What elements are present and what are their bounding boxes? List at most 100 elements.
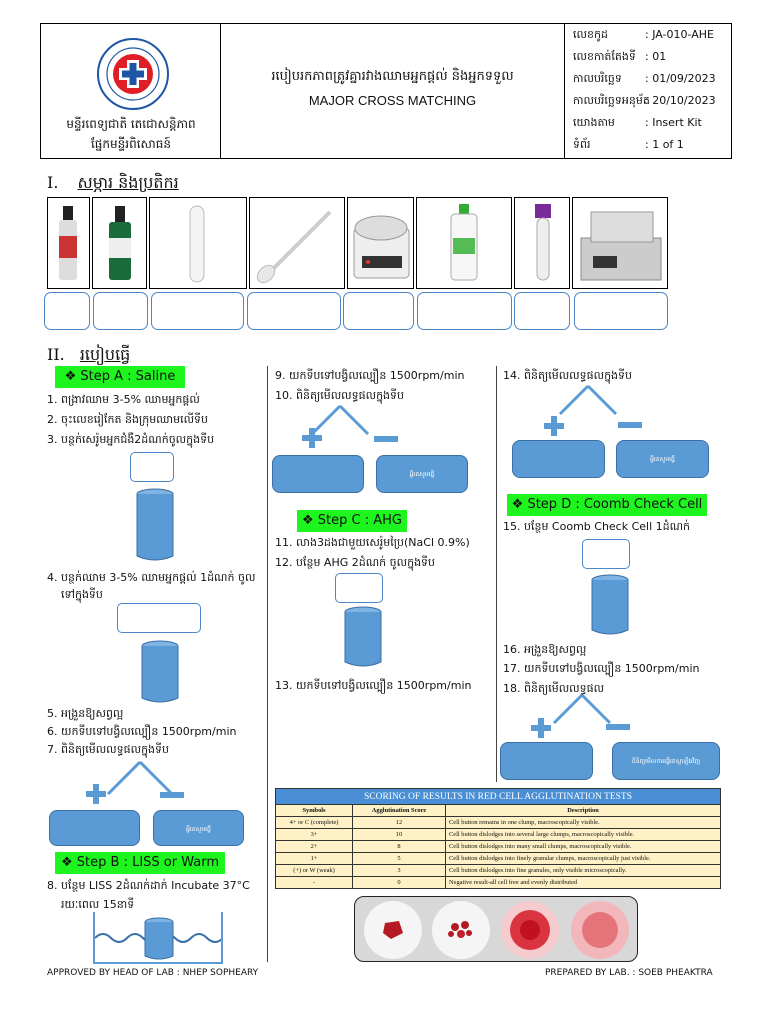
step-12: 12. បន្ថែម AHG 2ដំណក់ ចូលក្នុងទីប — [275, 556, 436, 569]
score-cell: 0 — [352, 876, 446, 889]
step-b-banner: ❖ Step B : LISS or Warm — [55, 852, 225, 874]
pipette-image — [249, 197, 345, 289]
hospital-logo — [97, 38, 169, 110]
step-9: 9. យកទីបទៅបង្វិលល្បឿន 1500rpm/min — [275, 369, 465, 382]
title-khmer: របៀបរកភាពត្រូវគ្នារវាងឈាមអ្នកផ្ដល់ និងអ្… — [271, 69, 514, 84]
scoring-table-caption: SCORING OF RESULTS IN RED CELL AGGLUTINA… — [275, 788, 721, 804]
step-11: 11. លាង3ដងជាមួយសេរ៉ូមប្រៃ(NaCl 0.9%) — [275, 536, 470, 549]
step-4: 4. បន្ថក់ឈាម 3-5% ឈាមអ្នកផ្ដល់ 1ដំណក់ ចូ… — [47, 571, 256, 584]
retest-result-box[interactable]: ពិនិត្យមើលការធ្វើតេស្តឡើងវិញ — [612, 742, 720, 780]
step-10: 10. ពិនិត្យមើលលទ្ធផលក្នុងទីប — [275, 389, 405, 402]
step-c-banner: ❖ Step C : AHG — [297, 510, 407, 532]
positive-result-box[interactable] — [512, 440, 605, 478]
test-tube-icon — [141, 640, 179, 703]
step-14: 14. ពិនិត្យមើលលទ្ធផលក្នុងទីប — [503, 369, 633, 382]
minus-icon — [618, 422, 642, 428]
plus-icon — [302, 428, 322, 448]
tube-label-box[interactable] — [130, 452, 174, 482]
description-cell: Cell button dislodges into many small cl… — [445, 840, 721, 853]
prepared-by: PREPARED BY LAB. : SOEB PHEAKTRA — [545, 968, 713, 978]
description-cell: Cell button remains in one clump, macros… — [445, 816, 721, 829]
negative-result-box[interactable]: អ្វីគេសូមធ្វើ — [153, 810, 244, 846]
minus-icon — [160, 792, 184, 798]
meta-approved-date: កាលបរិច្ឆេទអនុម័ត: 20/10/2023 — [573, 94, 716, 107]
test-tube-image — [149, 197, 247, 289]
title-block: របៀបរកភាពត្រូវគ្នារវាងឈាមអ្នកផ្ដល់ និងអ្… — [221, 24, 565, 158]
meta-date: កាលបរិច្ឆេទ: 01/09/2023 — [573, 72, 716, 85]
agglutination-photo — [354, 896, 638, 962]
item-label-box[interactable] — [93, 292, 148, 330]
symbol-cell: 1+ — [275, 852, 353, 865]
score-cell: 10 — [352, 828, 446, 841]
column-divider — [496, 366, 497, 782]
doc-meta: លេខកូដ: JA-010-AHE លេខកាត់តែងទី: 01 កាលប… — [565, 24, 731, 158]
description-cell: Negative result-all cell free and evenly… — [445, 876, 721, 889]
step-7: 7. ពិនិត្យមើលលទ្ធផលក្នុងទីប — [47, 743, 170, 756]
positive-result-box[interactable] — [49, 810, 140, 846]
positive-result-box[interactable] — [500, 742, 593, 780]
water-bath-diagram — [93, 912, 224, 964]
step-18: 18. ពិនិត្យមើលលទ្ធផល — [503, 682, 605, 695]
tube-label-box[interactable] — [582, 539, 630, 569]
water-bath-image — [572, 197, 668, 289]
item-label-box[interactable] — [247, 292, 341, 330]
item-label-box[interactable] — [44, 292, 90, 330]
step-3: 3. បន្ថក់សេរ៉ូមអ្នកជំងឺ2ដំណក់ចូលក្នុងទីប — [47, 433, 215, 446]
meta-revision: លេខកាត់តែងទី: 01 — [573, 50, 667, 63]
branch-arrows-icon — [106, 760, 174, 796]
blood-tube-image — [514, 197, 570, 289]
step-a-banner: ❖ Step A : Saline — [55, 366, 185, 388]
symbol-cell: 2+ — [275, 840, 353, 853]
step-17: 17. យកទីបទៅបង្វិលល្បឿន 1500rpm/min — [503, 662, 700, 675]
hospital-name: មន្ទីរពេទ្យជាតិ តេជោសន្ដិភាព — [66, 117, 196, 131]
step-15: 15. បន្ថែម Coomb Check Cell 1ដំណក់ — [503, 520, 691, 533]
section-1-heading: I. សម្ភារ និងប្រតិករ — [47, 173, 179, 192]
description-cell: Cell button dislodges into finely granul… — [445, 852, 721, 865]
step-8-cont: រយៈពេល 15នាទី — [61, 898, 135, 911]
branch-arrows-icon — [552, 693, 612, 725]
step-8: 8. បន្ថែម LISS 2ដំណក់ដាក់ Incubate 37°C — [47, 879, 250, 892]
score-cell: 5 — [352, 852, 446, 865]
step-d-banner: ❖ Step D : Coomb Check Cell — [507, 494, 707, 516]
title-english: MAJOR CROSS MATCHING — [308, 93, 477, 108]
column-divider — [267, 366, 268, 962]
section-2-heading: II. របៀបធ្វើ — [47, 345, 131, 364]
col-header-score: Agglutination Score — [352, 804, 446, 817]
hospital-block: មន្ទីរពេទ្យជាតិ តេជោសន្ដិភាព ផ្នែកមន្ទីរ… — [41, 24, 221, 158]
centrifuge-image — [347, 197, 414, 289]
branch-arrows-icon — [310, 404, 370, 436]
item-label-box[interactable] — [343, 292, 414, 330]
step-1: 1. ពង្រាវឈាម 3-5% ឈាមអ្នកផ្ដល់ — [47, 393, 200, 406]
saline-bottle-image — [416, 197, 512, 289]
tube-label-box[interactable] — [335, 573, 383, 603]
negative-result-box[interactable]: អ្វីគេសូមធ្វើ — [616, 440, 709, 478]
step-13: 13. យកទីបទៅបង្វិលល្បឿន 1500rpm/min — [275, 679, 472, 692]
plus-icon — [86, 784, 106, 804]
item-label-box[interactable] — [514, 292, 570, 330]
tube-label-box[interactable] — [117, 603, 201, 633]
reagent-bottle-image — [47, 197, 90, 289]
minus-icon — [374, 436, 398, 442]
item-label-box[interactable] — [574, 292, 668, 330]
test-tube-icon — [136, 488, 174, 561]
scoring-table: SCORING OF RESULTS IN RED CELL AGGLUTINA… — [275, 788, 721, 889]
step-4-cont: ទៅក្នុងទីប — [61, 588, 103, 601]
document-header: មន្ទីរពេទ្យជាតិ តេជោសន្ដិភាព ផ្នែកមន្ទីរ… — [40, 23, 732, 159]
item-label-box[interactable] — [151, 292, 244, 330]
symbol-cell: 4+ or C (complete) — [275, 816, 353, 829]
symbol-cell: - — [275, 876, 353, 889]
positive-result-box[interactable] — [272, 455, 364, 493]
score-cell: 3 — [352, 864, 446, 877]
col-header-symbols: Symbols — [275, 804, 353, 817]
negative-result-box[interactable]: អ្វីគេសូមធ្វើ — [376, 455, 468, 493]
reagent-bottle-image — [92, 197, 147, 289]
step-16: 16. អង្រួនឱ្យសព្វល្អ — [503, 643, 587, 656]
meta-reference: យោងតាម: Insert Kit — [573, 116, 702, 129]
step-5: 5. អង្រួនឱ្យសព្វល្អ — [47, 707, 124, 720]
description-cell: Cell button dislodges into fine granules… — [445, 864, 721, 877]
item-label-box[interactable] — [417, 292, 512, 330]
test-tube-icon — [591, 574, 629, 635]
